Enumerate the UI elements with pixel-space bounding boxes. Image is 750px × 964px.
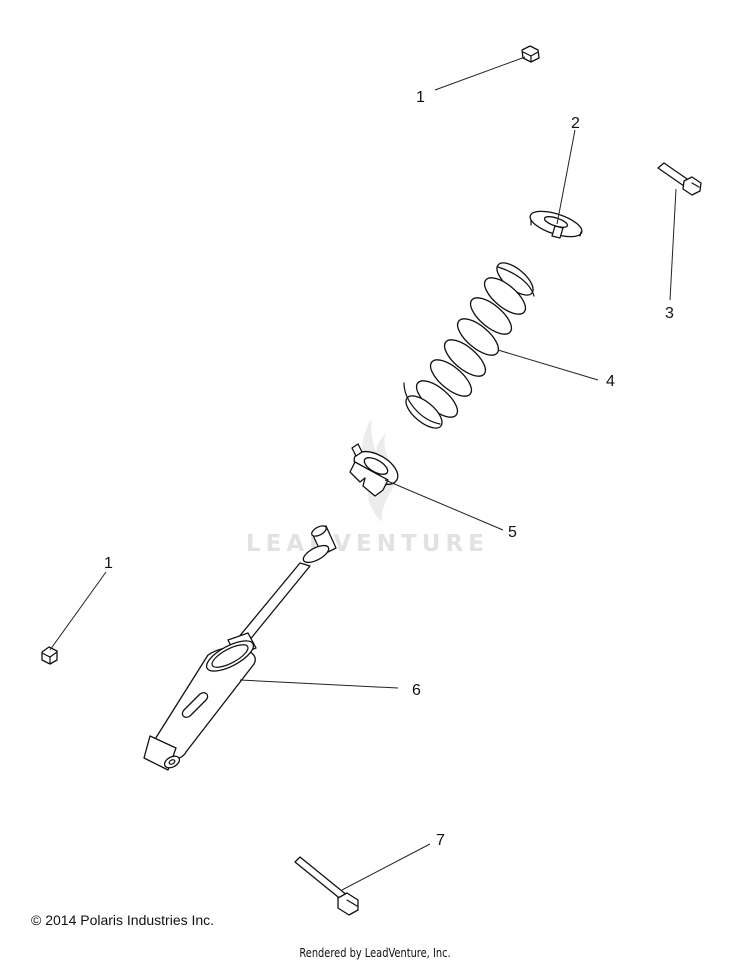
- copyright-notice: © 2014 Polaris Industries Inc.: [31, 912, 215, 928]
- nut-part-left: [41, 646, 58, 665]
- bolt-part-right: [657, 162, 702, 196]
- callout-number: 4: [606, 373, 615, 390]
- leader-lines: [49, 56, 677, 891]
- nut-part-top: [521, 45, 540, 63]
- callout-number: 3: [665, 305, 674, 322]
- callout-number: 1: [416, 89, 425, 106]
- watermark-text: LEADVENTURE: [246, 531, 489, 557]
- callout-number: 5: [508, 524, 517, 541]
- callout-number: 7: [436, 832, 445, 849]
- callouts: 1 2 3 4 5 6 1 7: [104, 89, 674, 849]
- lower-spring-seat-part: [349, 443, 399, 497]
- spring-retainer-part: [529, 210, 583, 239]
- rendered-by-notice: Rendered by LeadVenture, Inc.: [299, 946, 451, 960]
- callout-number: 1: [104, 555, 113, 572]
- callout-number: 2: [571, 115, 580, 132]
- shock-absorber-part: [143, 525, 337, 771]
- coil-spring-part: [403, 262, 535, 429]
- callout-number: 6: [412, 682, 421, 699]
- bolt-part-bottom: [294, 856, 359, 916]
